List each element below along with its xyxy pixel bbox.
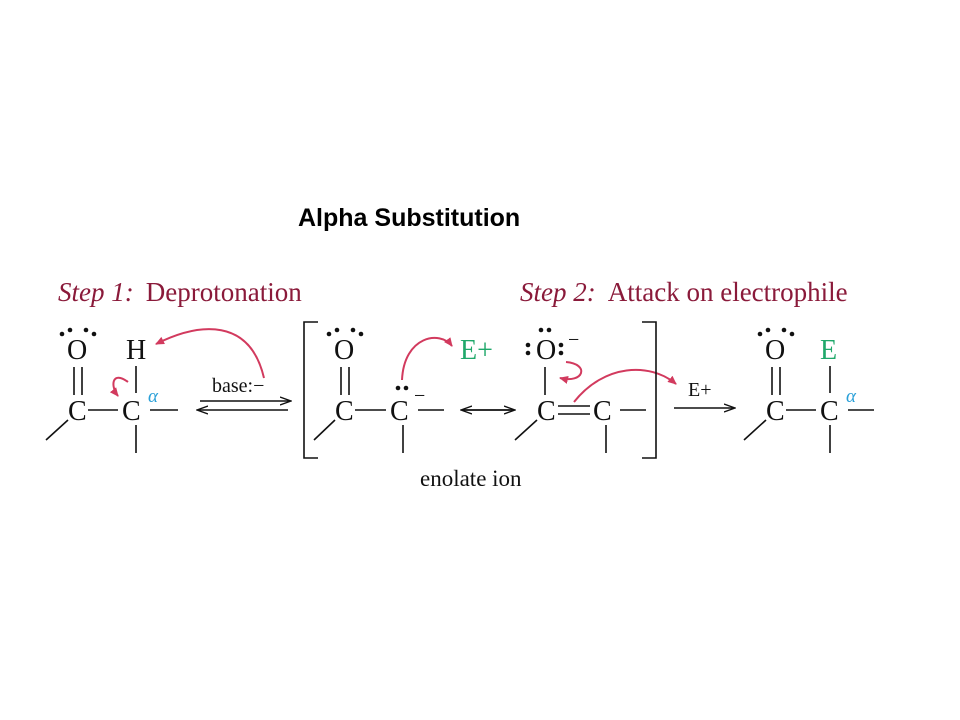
molecule-enolate-carbanion: O C C − [313, 327, 444, 453]
atom-oxygen-1: O [67, 335, 87, 366]
molecule-carbonyl: O C C α H [45, 327, 178, 453]
atom-carbon-1: C [68, 396, 87, 427]
page-title: Alpha Substitution [298, 204, 521, 232]
step-2-label: Step 2: [520, 277, 596, 307]
step-2-name: Attack on electrophile [607, 277, 848, 307]
atom-carbon-alpha-1: C [122, 396, 141, 427]
step-1-name: Deprotonation [145, 277, 302, 307]
charge-minus-carbanion: − [414, 385, 425, 407]
atom-carbon-4: C [766, 396, 785, 427]
molecule-product: O C C α E [743, 327, 874, 453]
curved-arrow-oxygen-lone-pair [559, 361, 583, 384]
atom-oxygen-4: O [765, 335, 785, 366]
bracket-left [303, 321, 318, 459]
alpha-label-4: α [846, 386, 857, 407]
step-1-heading: Step 1: Deprotonation [58, 275, 302, 309]
curved-arrow-carbanion-to-e [401, 337, 453, 381]
atom-carbon-2: C [335, 396, 354, 427]
atom-electrophile: E [820, 335, 837, 366]
atom-carbon-alkene: C [593, 396, 612, 427]
alpha-label-1: α [148, 386, 159, 407]
curved-arrow-ch-bond [109, 376, 129, 397]
atom-oxyanion: O [536, 335, 556, 366]
molecule-enolate-oxyanion: O − C C [514, 327, 646, 453]
step-2-heading: Step 2: Attack on electrophile [520, 275, 848, 309]
electrophile-2: E+ [688, 379, 712, 401]
enolate-label: enolate ion [420, 466, 522, 491]
atom-carbanion: C [390, 396, 409, 427]
curved-arrow-alkene-to-e [573, 368, 677, 403]
charge-minus-oxyanion: − [568, 329, 579, 351]
bracket-right [642, 321, 657, 459]
reagent-base: base:− [212, 375, 264, 397]
curved-arrow-base-to-h [155, 328, 265, 379]
electrophile-1: E+ [460, 335, 493, 366]
step-1-label: Step 1: [58, 277, 134, 307]
atom-carbon-alpha-4: C [820, 396, 839, 427]
atom-oxygen-2: O [334, 335, 354, 366]
atom-hydrogen: H [126, 335, 146, 366]
atom-carbon-3: C [537, 396, 556, 427]
